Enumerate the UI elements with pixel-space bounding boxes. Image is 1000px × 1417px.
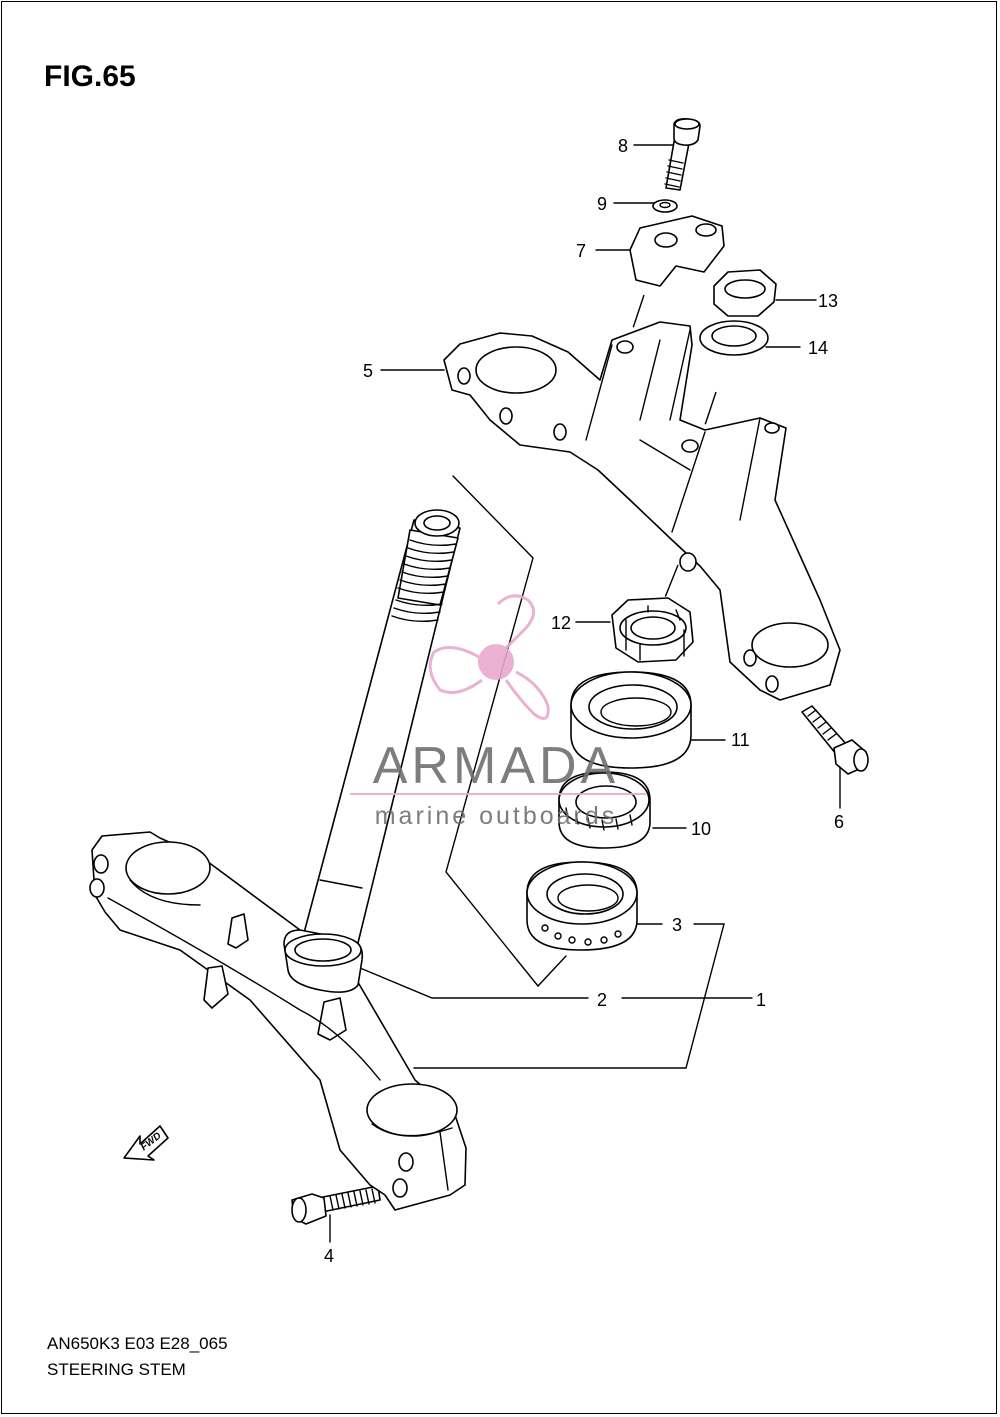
callout-1: 1 bbox=[756, 990, 766, 1010]
callout-10: 10 bbox=[691, 819, 711, 839]
callout-12: 12 bbox=[551, 613, 571, 633]
section-name: STEERING STEM bbox=[47, 1360, 186, 1379]
watermark: ARMADA marine outboards bbox=[350, 594, 646, 830]
model-code: AN650K3 E03 E28_065 bbox=[47, 1334, 228, 1353]
watermark-brand: ARMADA bbox=[373, 737, 619, 795]
callout-2: 2 bbox=[597, 990, 607, 1010]
callout-8: 8 bbox=[618, 136, 628, 156]
callout-13: 13 bbox=[818, 291, 838, 311]
nut-13 bbox=[713, 269, 777, 317]
upper-bracket-5 bbox=[443, 321, 841, 701]
castle-nut-12 bbox=[611, 597, 694, 663]
callout-6: 6 bbox=[834, 812, 844, 832]
washer-9 bbox=[652, 199, 678, 213]
callout-9: 9 bbox=[597, 194, 607, 214]
lower-bracket-1 bbox=[89, 831, 467, 1211]
bolt-6 bbox=[801, 705, 869, 775]
seal-11 bbox=[570, 671, 692, 769]
bolt-8 bbox=[664, 118, 701, 191]
dust-seal-2 bbox=[283, 929, 364, 993]
steering-stem-tube bbox=[299, 509, 461, 956]
callout-7: 7 bbox=[576, 241, 586, 261]
watermark-tagline: marine outboards bbox=[375, 802, 618, 830]
callout-3: 3 bbox=[672, 915, 682, 935]
propeller-logo-icon bbox=[428, 594, 550, 720]
fwd-arrow-icon: FWD bbox=[123, 1125, 169, 1161]
callout-numbers: 1 2 3 4 5 6 7 8 9 10 11 12 13 14 bbox=[324, 136, 844, 1266]
callout-4: 4 bbox=[324, 1246, 334, 1266]
lower-bearing-3 bbox=[526, 861, 638, 951]
callout-14: 14 bbox=[808, 338, 828, 358]
figure-title: FIG.65 bbox=[44, 60, 136, 93]
washer-14 bbox=[699, 320, 769, 356]
callout-11: 11 bbox=[731, 730, 750, 750]
leader-lines bbox=[329, 144, 841, 1243]
callout-5: 5 bbox=[363, 361, 373, 381]
handlebar-holder-7 bbox=[629, 215, 725, 287]
bolt-4 bbox=[291, 1185, 381, 1225]
